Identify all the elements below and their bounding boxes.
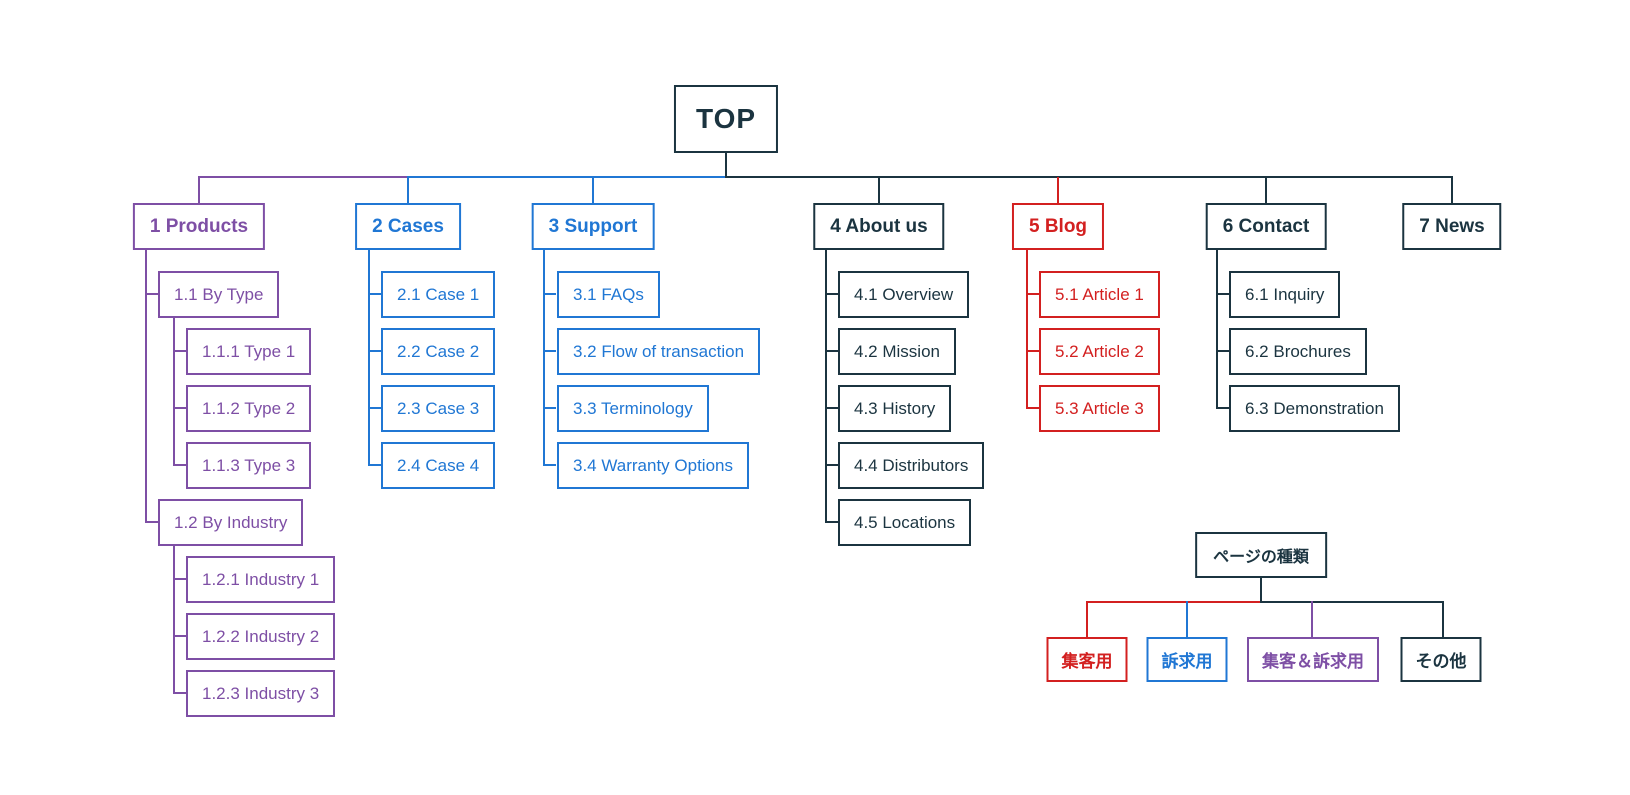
legend-title: ページの種類 xyxy=(1195,532,1327,578)
node-overview[interactable]: 4.1 Overview xyxy=(838,271,970,318)
connector-line xyxy=(1086,601,1088,639)
node-products[interactable]: 1 Products xyxy=(132,203,266,250)
connector-line xyxy=(173,692,186,694)
connector-line xyxy=(198,177,200,203)
node-industry-1[interactable]: 1.2.1 Industry 1 xyxy=(186,556,336,603)
connector-line xyxy=(1086,601,1261,603)
legend-item-attract-appeal: 集客＆訴求用 xyxy=(1247,637,1379,682)
node-blog[interactable]: 5 Blog xyxy=(1011,203,1105,250)
connector-line xyxy=(145,248,147,522)
connector-line xyxy=(543,293,556,295)
node-case-4[interactable]: 2.4 Case 4 xyxy=(381,442,496,489)
connector-line xyxy=(825,293,838,295)
node-contact[interactable]: 6 Contact xyxy=(1205,203,1327,250)
legend-item-attract: 集客用 xyxy=(1046,637,1128,682)
node-brochures[interactable]: 6.2 Brochures xyxy=(1229,328,1367,375)
connector-line xyxy=(825,248,827,523)
connector-line xyxy=(173,635,186,637)
node-case-3[interactable]: 2.3 Case 3 xyxy=(381,385,496,432)
connector-line xyxy=(368,248,370,466)
connector-line xyxy=(1026,248,1028,409)
connector-line xyxy=(368,350,381,352)
node-article-3[interactable]: 5.3 Article 3 xyxy=(1039,385,1160,432)
node-industry-2[interactable]: 1.2.2 Industry 2 xyxy=(186,613,336,660)
node-cases[interactable]: 2 Cases xyxy=(355,203,461,250)
node-type-2[interactable]: 1.1.2 Type 2 xyxy=(186,385,312,432)
connector-line xyxy=(543,407,556,409)
node-news[interactable]: 7 News xyxy=(1402,203,1502,250)
node-top[interactable]: TOP xyxy=(673,85,779,153)
connector-line xyxy=(173,544,175,694)
node-faqs[interactable]: 3.1 FAQs xyxy=(557,271,660,318)
connector-line xyxy=(825,464,838,466)
connector-line xyxy=(1026,293,1039,295)
connector-line xyxy=(1216,350,1229,352)
node-support[interactable]: 3 Support xyxy=(531,203,655,250)
connector-line xyxy=(173,464,186,466)
connector-line xyxy=(592,177,594,203)
node-distributors[interactable]: 4.4 Distributors xyxy=(838,442,985,489)
connector-line xyxy=(725,176,1453,178)
node-industry-3[interactable]: 1.2.3 Industry 3 xyxy=(186,670,336,717)
connector-line xyxy=(1265,177,1267,203)
connector-line xyxy=(173,350,186,352)
connector-line xyxy=(543,248,545,466)
node-mission[interactable]: 4.2 Mission xyxy=(838,328,956,375)
node-warranty-options[interactable]: 3.4 Warranty Options xyxy=(557,442,749,489)
connector-line xyxy=(1057,177,1059,203)
connector-line xyxy=(407,177,409,203)
connector-line xyxy=(543,350,556,352)
connector-line xyxy=(1260,576,1262,603)
connector-line xyxy=(1216,248,1218,409)
connector-line xyxy=(173,407,186,409)
connector-line xyxy=(825,350,838,352)
node-type-3[interactable]: 1.1.3 Type 3 xyxy=(186,442,312,489)
node-type-1[interactable]: 1.1.1 Type 1 xyxy=(186,328,312,375)
connector-line xyxy=(145,293,158,295)
connector-line xyxy=(145,521,158,523)
connector-line xyxy=(1186,601,1188,639)
connector-line xyxy=(725,152,727,177)
connector-line xyxy=(1260,601,1444,603)
connector-line xyxy=(368,293,381,295)
node-terminology[interactable]: 3.3 Terminology xyxy=(557,385,709,432)
legend-item-appeal: 訴求用 xyxy=(1146,637,1228,682)
connector-line xyxy=(878,177,880,203)
node-case-2[interactable]: 2.2 Case 2 xyxy=(381,328,496,375)
node-locations[interactable]: 4.5 Locations xyxy=(838,499,972,546)
connector-line xyxy=(368,407,381,409)
node-article-1[interactable]: 5.1 Article 1 xyxy=(1039,271,1160,318)
node-article-2[interactable]: 5.2 Article 2 xyxy=(1039,328,1160,375)
connector-line xyxy=(1216,293,1229,295)
connector-line xyxy=(368,464,381,466)
node-by-industry[interactable]: 1.2 By Industry xyxy=(158,499,304,546)
node-history[interactable]: 4.3 History xyxy=(838,385,952,432)
connector-line xyxy=(1026,407,1039,409)
connector-line xyxy=(1451,177,1453,203)
node-about-us[interactable]: 4 About us xyxy=(813,203,945,250)
node-inquiry[interactable]: 6.1 Inquiry xyxy=(1229,271,1341,318)
node-demonstration[interactable]: 6.3 Demonstration xyxy=(1229,385,1400,432)
connector-line xyxy=(1442,601,1444,639)
node-case-1[interactable]: 2.1 Case 1 xyxy=(381,271,496,318)
node-by-type[interactable]: 1.1 By Type xyxy=(158,271,280,318)
connector-line xyxy=(173,578,186,580)
legend-item-other: その他 xyxy=(1400,637,1482,682)
connector-line xyxy=(198,176,408,178)
connector-line xyxy=(1311,601,1313,639)
connector-line xyxy=(825,407,838,409)
connector-line xyxy=(407,176,726,178)
connector-line xyxy=(1026,350,1039,352)
connector-line xyxy=(173,316,175,466)
connector-line xyxy=(543,464,556,466)
connector-line xyxy=(1216,407,1229,409)
connector-line xyxy=(825,521,838,523)
node-flow-of-transaction[interactable]: 3.2 Flow of transaction xyxy=(557,328,761,375)
